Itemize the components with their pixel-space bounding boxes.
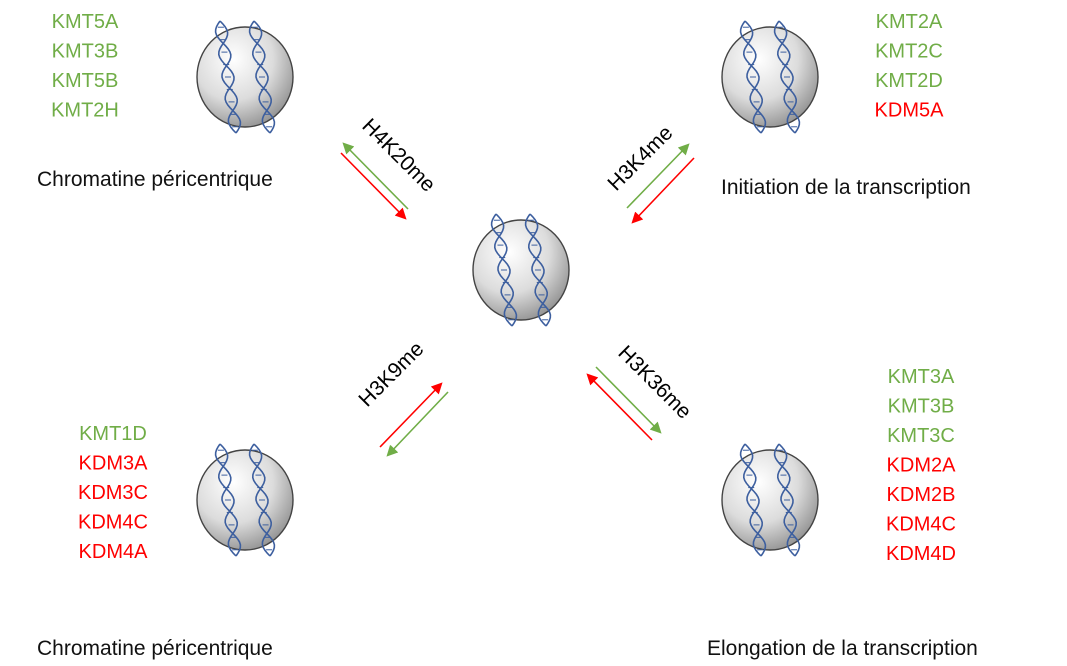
- nucleosome-top-left: [196, 20, 294, 134]
- enzyme-kmt5a: KMT5A: [52, 11, 119, 33]
- arrow-eraser-bottom-left: [379, 382, 443, 448]
- enzyme-kdm2b: KDM2B: [887, 484, 956, 506]
- enzyme-kmt3b: KMT3B: [888, 396, 955, 418]
- enzyme-list-top-left: KMT5A KMT3B KMT5B KMT2H: [51, 11, 119, 122]
- mark-label-top-left: H4K20me: [357, 114, 439, 196]
- nucleosome-bottom-left: [196, 443, 294, 557]
- histone-core: [721, 26, 819, 128]
- nucleosome-center: [472, 213, 570, 327]
- enzyme-kmt2a: KMT2A: [876, 11, 943, 33]
- caption-bottom-right: Elongation de la transcription: [707, 637, 978, 660]
- caption-top-left: Chromatine péricentrique: [37, 168, 273, 191]
- enzyme-kdm4c: KDM4C: [886, 514, 956, 536]
- enzyme-kdm4c: KDM4C: [78, 512, 148, 534]
- enzyme-kmt2c: KMT2C: [875, 41, 943, 63]
- enzyme-kmt3b: KMT3B: [52, 41, 119, 63]
- enzyme-list-bottom-left: KMT1D KDM3A KDM3C KDM4C KDM4A: [78, 423, 148, 563]
- enzyme-kdm2a: KDM2A: [887, 455, 957, 477]
- arrow-writer-top-left: [342, 142, 409, 210]
- mark-label-top-right: H3K4me: [603, 121, 677, 195]
- enzyme-kdm4d: KDM4D: [886, 543, 956, 565]
- histone-core: [472, 219, 570, 321]
- enzyme-kmt3c: KMT3C: [887, 425, 955, 447]
- caption-top-right: Initiation de la transcription: [721, 176, 971, 199]
- enzyme-kmt3a: KMT3A: [888, 366, 955, 388]
- arrow-writer-bottom-right: [595, 366, 662, 434]
- enzyme-kmt2d: KMT2D: [875, 70, 943, 92]
- arrow-writer-top-right: [626, 143, 690, 209]
- enzyme-kdm4a: KDM4A: [79, 541, 149, 563]
- enzyme-list-bottom-right: KMT3A KMT3B KMT3C KDM2A KDM2B KDM4C KDM4D: [886, 366, 956, 565]
- nucleosome-top-right: [721, 20, 819, 134]
- arrow-writer-bottom-left: [386, 391, 449, 457]
- enzyme-kdm3c: KDM3C: [78, 482, 148, 504]
- histone-core: [721, 449, 819, 551]
- arrow-eraser-top-left: [340, 152, 407, 220]
- caption-bottom-left: Chromatine péricentrique: [37, 637, 273, 660]
- histone-core: [196, 26, 294, 128]
- histone-core: [196, 449, 294, 551]
- arrow-eraser-top-right: [631, 157, 695, 224]
- mark-label-bottom-right: H3K36me: [613, 341, 695, 423]
- mark-label-bottom-left: H3K9me: [354, 337, 428, 411]
- enzyme-kdm3a: KDM3A: [79, 453, 149, 475]
- enzyme-kmt5b: KMT5B: [52, 70, 119, 92]
- enzyme-kmt1d: KMT1D: [79, 423, 147, 445]
- arrow-eraser-bottom-right: [586, 373, 653, 441]
- enzyme-kmt2h: KMT2H: [51, 100, 119, 122]
- enzyme-kdm5a: KDM5A: [875, 100, 945, 122]
- nucleosome-bottom-right: [721, 443, 819, 557]
- enzyme-list-top-right: KMT2A KMT2C KMT2D KDM5A: [875, 11, 945, 122]
